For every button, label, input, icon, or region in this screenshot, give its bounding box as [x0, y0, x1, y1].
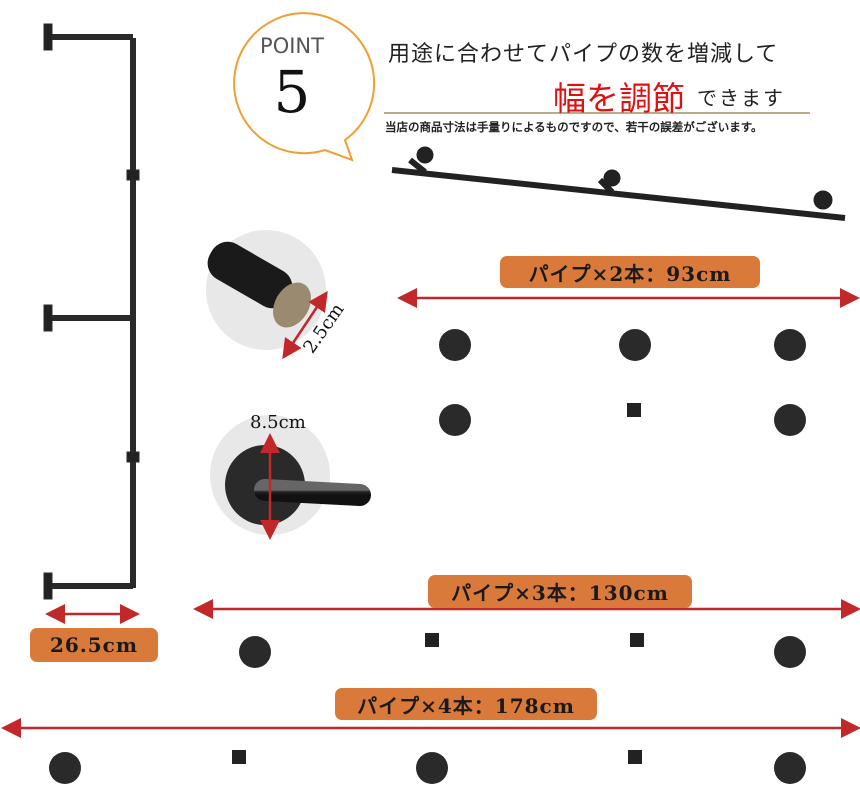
pipe-2a — [394, 325, 858, 361]
product-photo-angled — [391, 146, 846, 221]
config-label-4: パイプ×4本：178cm — [335, 688, 597, 720]
point-label: POINT — [260, 34, 324, 58]
pipe-4 — [0, 750, 860, 784]
headline-emphasis: 幅を調節 — [553, 79, 685, 118]
flange-closeup — [210, 415, 371, 540]
vertical-pipe-rack — [43, 23, 140, 600]
config-label-2: パイプ×2本：93cm — [500, 256, 760, 288]
point-bubble — [233, 12, 376, 162]
headline-suffix: できます — [697, 86, 785, 110]
flange-diameter-label: 8.5cm — [250, 412, 306, 433]
depth-label: 26.5cm — [30, 628, 158, 662]
measurement-note: 当店の商品寸法は手量りによるものですので、若干の誤差がございます。 — [385, 120, 763, 134]
point-number: 5 — [273, 58, 311, 126]
headline-line1: 用途に合わせてパイプの数を増減して — [388, 42, 779, 67]
config-label-3: パイプ×3本：130cm — [428, 575, 692, 608]
pipe-2b — [394, 403, 858, 436]
thread-closeup — [206, 230, 328, 360]
pipe-3 — [194, 633, 860, 668]
